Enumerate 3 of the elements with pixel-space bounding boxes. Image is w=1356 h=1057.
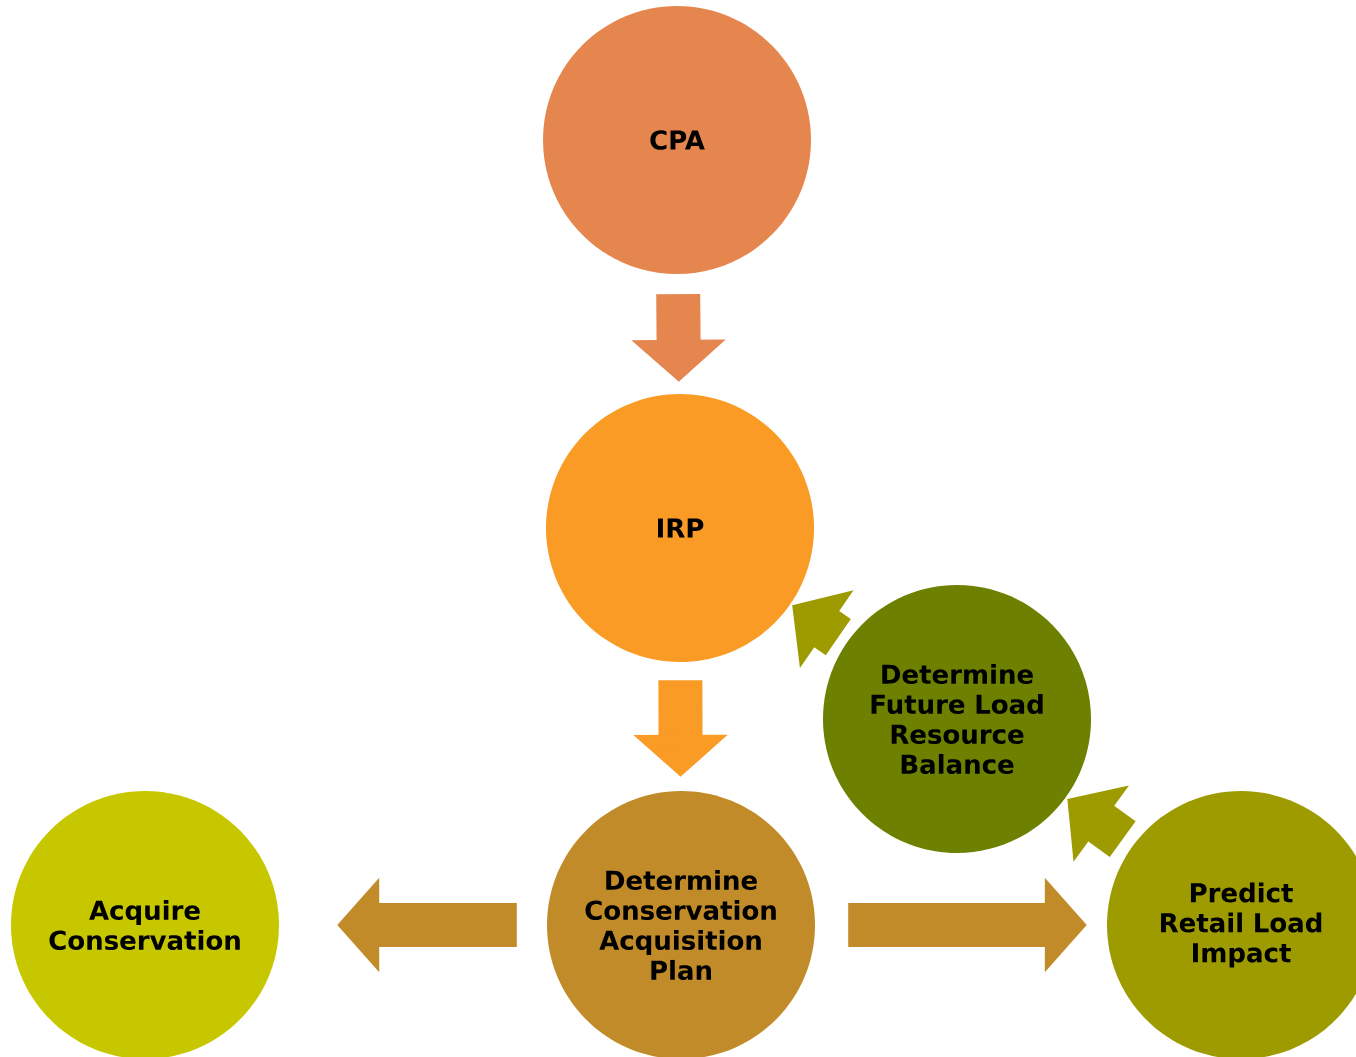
circle-node: CPA	[543, 6, 811, 274]
circle-node: Determine Future Load Resource Balance	[823, 585, 1091, 853]
circle-node: IRP	[546, 394, 814, 662]
